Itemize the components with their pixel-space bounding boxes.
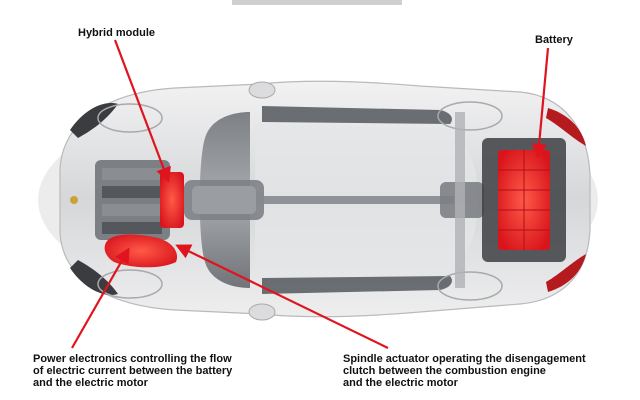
wheel-front-left — [97, 103, 163, 133]
side-glass-bottom — [262, 276, 452, 294]
label-spindle-actuator-line-2: clutch between the combustion engine — [343, 365, 546, 377]
mirror-right — [248, 303, 276, 321]
label-spindle-actuator: Spindle actuator operating the disengage… — [343, 353, 586, 389]
label-spindle-actuator-line-1: Spindle actuator operating the disengage… — [343, 353, 586, 365]
transmission-detail — [192, 186, 256, 214]
taillight-left — [546, 108, 586, 146]
hybrid-module-component — [160, 172, 184, 228]
wheel-rear-left — [437, 101, 503, 131]
crest-icon — [70, 196, 78, 204]
label-battery: Battery — [535, 34, 573, 46]
rear-axle — [455, 112, 465, 288]
callout-battery — [531, 47, 550, 160]
label-power-electronics-line-2: of electric current between the battery — [33, 365, 233, 377]
headlight-right — [70, 260, 118, 295]
mirror-left — [248, 81, 276, 99]
label-power-electronics-line-3: and the electric motor — [33, 377, 148, 389]
wheel-front-right — [97, 269, 163, 299]
engine-block — [95, 160, 170, 240]
label-power-electronics: Power electronics controlling the flow o… — [33, 353, 232, 389]
battery-component — [498, 150, 550, 250]
label-hybrid-module: Hybrid module — [78, 27, 156, 39]
driveshaft — [264, 196, 454, 204]
callout-power-electronics — [71, 247, 130, 349]
label-spindle-actuator-line-3: and the electric motor — [343, 377, 458, 389]
label-power-electronics-line-1: Power electronics controlling the flow — [33, 353, 232, 365]
headlight-left — [70, 103, 118, 138]
side-glass-top — [262, 106, 452, 124]
taillight-right — [546, 254, 586, 292]
header-fragment — [232, 0, 402, 5]
wheel-rear-right — [437, 271, 503, 301]
callout-spindle-actuator — [175, 244, 389, 349]
callout-hybrid-module — [113, 39, 171, 183]
